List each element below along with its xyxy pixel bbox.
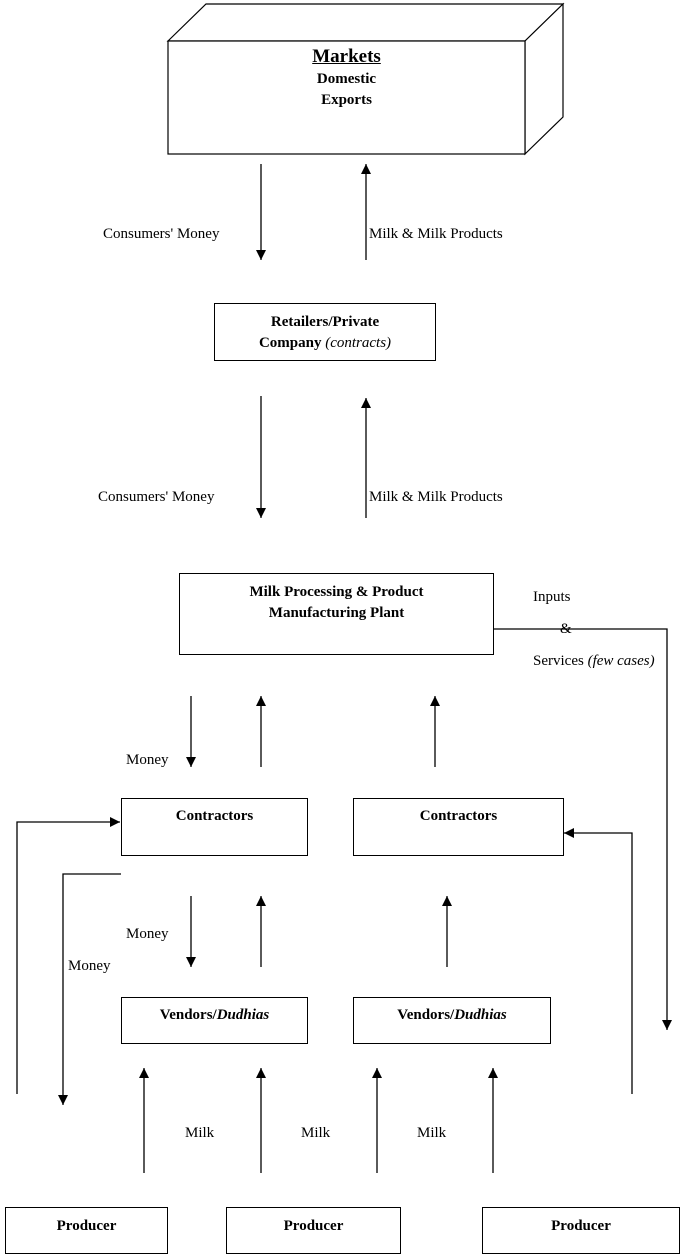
vendors-box-right: Vendors/Dudhias bbox=[353, 997, 551, 1044]
vendors-right-text: Vendors/ bbox=[397, 1007, 455, 1023]
producer-box-2: Producer bbox=[226, 1207, 401, 1254]
markets-domestic: Domestic bbox=[316, 71, 377, 87]
inputs-label: Inputs bbox=[533, 589, 571, 605]
milk-products-label-1: Milk & Milk Products bbox=[369, 226, 503, 242]
services-label: Services (few cases) bbox=[533, 652, 655, 670]
arrow-money-to-producer bbox=[58, 873, 121, 1105]
money-label-plant: Money bbox=[126, 752, 169, 768]
retailers-box: Retailers/Private Company (contracts) bbox=[214, 303, 436, 361]
vendors-left-text: Vendors/ bbox=[159, 1007, 217, 1023]
milk-label-1: Milk bbox=[185, 1125, 215, 1141]
consumers-money-label-2: Consumers' Money bbox=[98, 489, 215, 505]
vendors-right-dudhias: Dudhias bbox=[454, 1007, 507, 1023]
producer-box-3: Producer bbox=[482, 1207, 680, 1254]
contractors-box-right: Contractors bbox=[353, 798, 564, 856]
markets-title: Markets bbox=[312, 46, 381, 67]
contractors-box-left: Contractors bbox=[121, 798, 308, 856]
processing-plant-box: Milk Processing & Product Manufacturing … bbox=[179, 573, 494, 655]
producer-box-1: Producer bbox=[5, 1207, 168, 1254]
producer-label-3: Producer bbox=[551, 1218, 611, 1234]
contractors-right-label: Contractors bbox=[419, 808, 498, 824]
arrow-producer-to-contractor bbox=[16, 817, 120, 1094]
plant-line2: Manufacturing Plant bbox=[268, 605, 405, 621]
retailers-line1: Retailers/Private bbox=[270, 314, 380, 330]
money-label-contractors: Money bbox=[126, 926, 169, 942]
retailers-line2: Company bbox=[258, 335, 326, 351]
arrow-inputs-services bbox=[493, 628, 672, 1030]
retailers-contracts: (contracts) bbox=[325, 335, 392, 351]
services-text: Services bbox=[533, 653, 588, 669]
vendors-left-dudhias: Dudhias bbox=[216, 1007, 270, 1023]
consumers-money-label-1: Consumers' Money bbox=[103, 226, 220, 242]
inputs-ampersand: & bbox=[560, 621, 572, 637]
producer-label-2: Producer bbox=[283, 1218, 344, 1234]
money-label-left: Money bbox=[68, 958, 111, 974]
arrow-producer-to-contractor-right bbox=[564, 828, 633, 1094]
milk-label-2: Milk bbox=[301, 1125, 331, 1141]
vendors-box-left: Vendors/Dudhias bbox=[121, 997, 308, 1044]
services-few-cases: (few cases) bbox=[587, 653, 655, 669]
markets-box: Markets Domestic Exports bbox=[168, 41, 525, 154]
markets-box-3d bbox=[166, 2, 565, 156]
plant-line1: Milk Processing & Product bbox=[249, 584, 424, 600]
producer-label-1: Producer bbox=[56, 1218, 117, 1234]
contractors-left-label: Contractors bbox=[175, 808, 254, 824]
markets-exports: Exports bbox=[321, 92, 372, 108]
milk-label-3: Milk bbox=[417, 1125, 447, 1141]
milk-products-label-2: Milk & Milk Products bbox=[369, 489, 503, 505]
